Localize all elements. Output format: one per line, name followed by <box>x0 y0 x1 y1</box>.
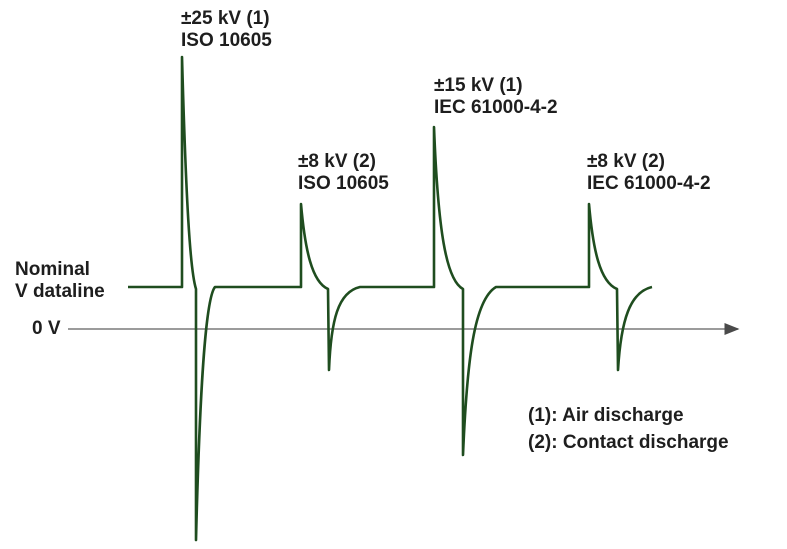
pulse-1-standard: ISO 10605 <box>181 30 272 51</box>
nominal-line1: Nominal <box>15 259 90 280</box>
nominal-label: Nominal V dataline <box>15 259 105 303</box>
pulse-4-level: ±8 kV (2) <box>587 151 666 172</box>
pulse-1-label: ±25 kV (1) ISO 10605 <box>181 8 272 52</box>
pulse-3-standard: IEC 61000-4-2 <box>434 97 558 118</box>
pulse-3-level: ±15 kV (1) <box>434 75 523 96</box>
esd-waveform <box>128 55 653 542</box>
legend-contact-discharge: (2): Contact discharge <box>528 432 729 453</box>
pulse-4-standard: IEC 61000-4-2 <box>587 173 711 194</box>
zero-volt-label: 0 V <box>32 318 61 339</box>
pulse-1-level: ±25 kV (1) <box>181 8 270 29</box>
pulse-3-label: ±15 kV (1) IEC 61000-4-2 <box>434 75 558 119</box>
nominal-line2: V dataline <box>15 281 105 302</box>
legend: (1): Air discharge (2): Contact discharg… <box>528 405 729 454</box>
legend-air-discharge: (1): Air discharge <box>528 405 684 426</box>
pulse-4-label: ±8 kV (2) IEC 61000-4-2 <box>587 151 711 195</box>
pulse-2-standard: ISO 10605 <box>298 173 389 194</box>
pulse-2-level: ±8 kV (2) <box>298 151 377 172</box>
pulse-2-label: ±8 kV (2) ISO 10605 <box>298 151 389 195</box>
